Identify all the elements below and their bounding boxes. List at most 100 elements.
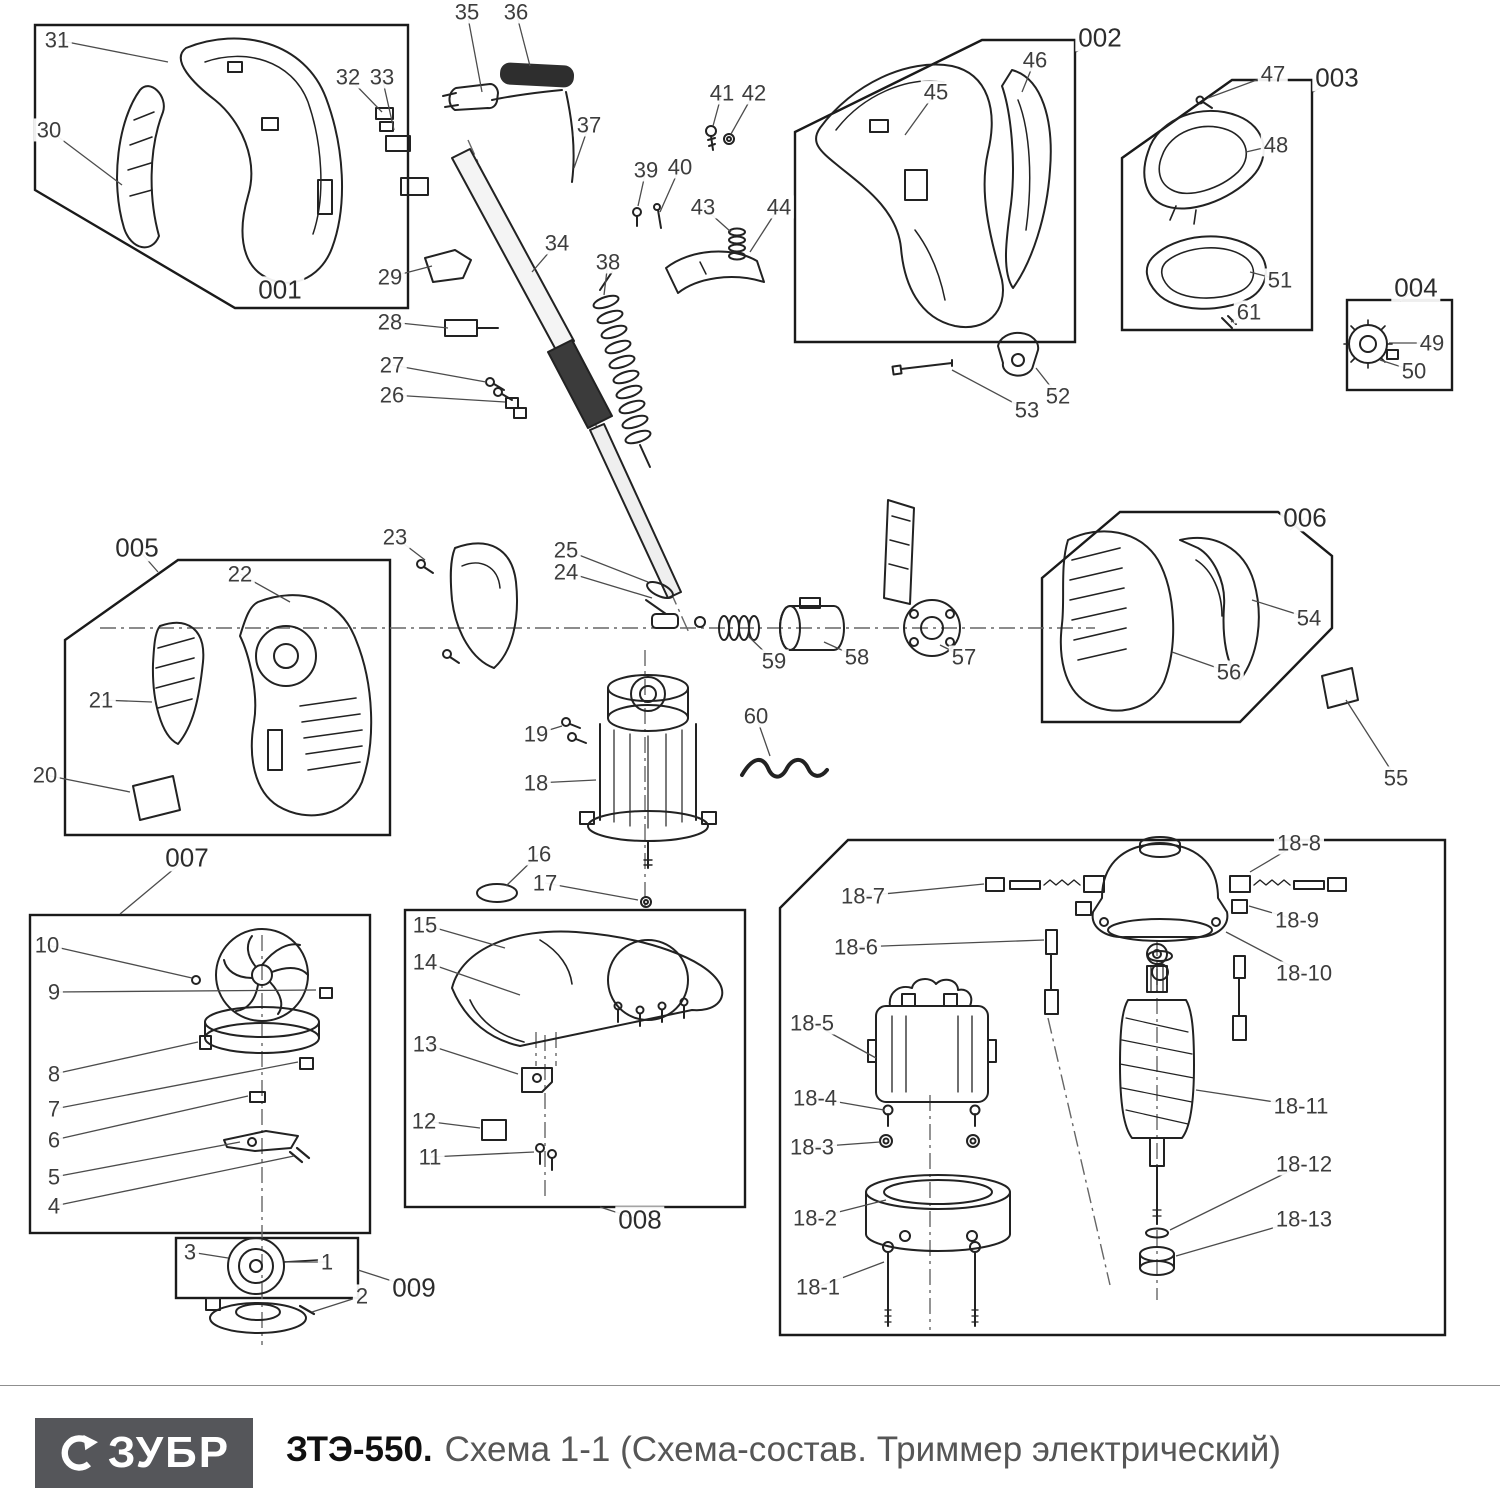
part-leader-9 — [53, 989, 317, 993]
group-label-008: 008 — [615, 1206, 665, 1234]
part-trigger-lever — [665, 250, 765, 294]
group-box-001 — [33, 23, 410, 310]
group-label-004: 004 — [1391, 274, 1441, 302]
diagram-caption: ЗТЭ-550. Схема 1-1 (Схема-состав. Триммер… — [286, 1430, 1281, 1470]
part-label-6: 6 — [44, 1128, 64, 1152]
part-label-5: 5 — [44, 1165, 64, 1189]
part-label-56: 56 — [1213, 660, 1245, 684]
part-label-42: 42 — [738, 81, 770, 105]
part-label-12: 12 — [408, 1109, 440, 1133]
part-label-25: 25 — [550, 538, 582, 562]
part-label-54: 54 — [1293, 606, 1325, 630]
part-aux-handle — [1143, 109, 1265, 225]
part-leader-14 — [424, 961, 521, 996]
part-label-43: 43 — [687, 195, 719, 219]
part-label-34: 34 — [541, 231, 573, 255]
part-label-7: 7 — [44, 1097, 64, 1121]
part-washer-18-12 — [1145, 1227, 1169, 1239]
part-cable-clamp — [997, 331, 1040, 377]
part-label-18-12: 18-12 — [1272, 1152, 1336, 1176]
part-label-35: 35 — [451, 0, 483, 24]
group-label-001: 001 — [255, 276, 305, 304]
part-label-4: 4 — [44, 1194, 64, 1218]
part-label-27: 27 — [376, 353, 408, 377]
part-block-12 — [481, 1119, 507, 1141]
part-leader-6 — [53, 1095, 249, 1141]
part-shaft-tube — [451, 148, 682, 599]
part-spacer-6 — [249, 1091, 266, 1103]
part-guard — [451, 930, 724, 1047]
part-power-plug — [442, 82, 499, 111]
part-label-51: 51 — [1264, 268, 1296, 292]
part-label-18: 18 — [520, 771, 552, 795]
group-box-009 — [174, 1236, 360, 1300]
group-box-006 — [1040, 510, 1334, 724]
part-label-61: 61 — [1233, 300, 1265, 324]
part-label-17: 17 — [529, 871, 561, 895]
part-label-59: 59 — [758, 649, 790, 673]
part-washers-18-3 — [879, 1134, 980, 1148]
part-leader-55 — [1345, 699, 1397, 779]
part-label-26: 26 — [376, 383, 408, 407]
part-brush-holder-left — [1044, 929, 1059, 1015]
part-screw-47 — [1195, 95, 1213, 109]
part-spool-base — [205, 1297, 316, 1334]
part-label-18-1: 18-1 — [792, 1275, 844, 1299]
part-rotor — [1119, 943, 1195, 1225]
part-housing-half-front — [1059, 530, 1175, 712]
part-lever — [223, 1130, 311, 1164]
part-housing-half-left — [239, 594, 373, 817]
part-plate-55 — [1321, 667, 1359, 709]
group-box-005 — [63, 558, 392, 837]
part-leader-17 — [544, 882, 639, 901]
part-leader-26 — [391, 394, 506, 403]
part-label-18-2: 18-2 — [789, 1206, 841, 1230]
part-label-32: 32 — [332, 65, 364, 89]
part-label-16: 16 — [523, 842, 555, 866]
group-boxes — [28, 23, 1454, 1337]
part-label-20: 20 — [29, 763, 61, 787]
part-shaft-channel — [883, 499, 915, 605]
group-label-009: 009 — [389, 1274, 439, 1302]
part-label-8: 8 — [44, 1062, 64, 1086]
part-label-33: 33 — [366, 65, 398, 89]
part-label-36: 36 — [500, 0, 532, 24]
brand-arrow-icon — [61, 1434, 98, 1471]
part-bearing-18-13 — [1139, 1246, 1175, 1276]
model-number: ЗТЭ-550. — [286, 1430, 433, 1469]
part-shaft-housing-half — [416, 542, 518, 669]
part-motor-screws — [561, 717, 587, 744]
part-washer-17 — [640, 896, 652, 908]
part-screws-11 — [535, 1143, 557, 1171]
part-impeller — [215, 928, 309, 1022]
group-label-007: 007 — [162, 844, 212, 872]
part-label-15: 15 — [409, 913, 441, 937]
part-label-13: 13 — [409, 1032, 441, 1056]
part-nuts-26 — [505, 397, 527, 419]
part-label-40: 40 — [664, 155, 696, 179]
part-leader-18-6 — [855, 939, 1045, 948]
part-label-21: 21 — [85, 688, 117, 712]
part-label-14: 14 — [409, 950, 441, 974]
part-label-60: 60 — [740, 704, 772, 728]
part-brush-cap-left — [1075, 901, 1092, 916]
schema-title: Схема 1-1 (Схема-состав. Триммер электри… — [444, 1430, 1281, 1469]
part-blade-bracket — [521, 1067, 553, 1093]
group-label-002: 002 — [1075, 24, 1125, 52]
part-label-44: 44 — [763, 195, 795, 219]
group-box-002 — [793, 38, 1077, 344]
part-handle-bracket — [1145, 235, 1268, 310]
part-label-10: 10 — [31, 933, 63, 957]
part-label-55: 55 — [1380, 766, 1412, 790]
group-label-006: 006 — [1280, 504, 1330, 532]
footer: ЗУБР ЗТЭ-550.Схема 1-1 (Схема-состав. Тр… — [0, 1385, 1500, 1500]
part-label-18-5: 18-5 — [786, 1011, 838, 1035]
part-nut-7 — [299, 1057, 314, 1070]
part-label-38: 38 — [592, 250, 624, 274]
part-label-30: 30 — [33, 118, 65, 142]
part-label-19: 19 — [520, 722, 552, 746]
part-label-45: 45 — [920, 80, 952, 104]
